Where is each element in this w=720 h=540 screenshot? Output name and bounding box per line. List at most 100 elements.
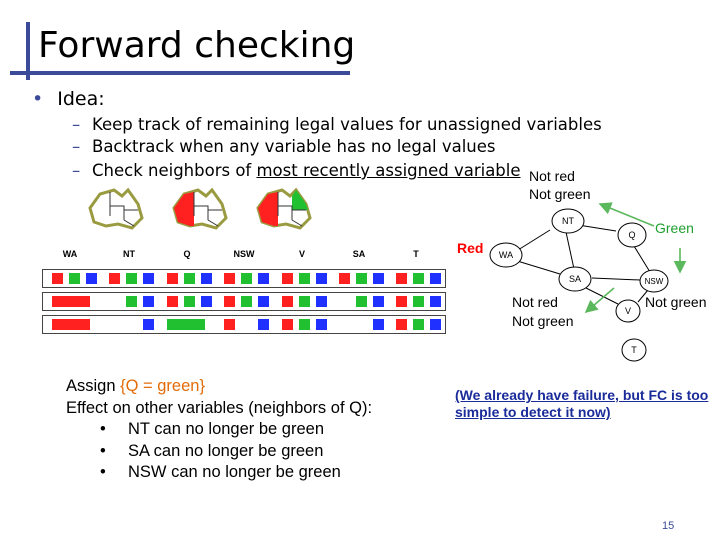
domain-value-blue <box>316 319 327 330</box>
domain-value-green <box>126 273 137 284</box>
domain-table-row-3 <box>42 315 446 334</box>
dash-icon: – <box>72 137 81 156</box>
domain-value-green <box>413 319 424 330</box>
domain-value-blue <box>143 296 154 307</box>
node-label-wa: WA <box>499 250 513 260</box>
sub-bullet-1-text: Keep track of remaining legal values for… <box>92 115 602 134</box>
domain-value-green <box>413 273 424 284</box>
effect-item-3-text: NSW can no longer be green <box>128 463 341 481</box>
sub-bullet-3: –Check neighbors of most recently assign… <box>72 160 521 182</box>
domain-value-blue <box>373 296 384 307</box>
sub-bullet-3-underlined: most recently assigned variable <box>256 161 521 180</box>
annotation-q-not-red: Not red <box>529 168 575 184</box>
effect-item-2-text: SA can no longer be green <box>128 441 324 460</box>
domain-value-blue <box>143 273 154 284</box>
sub-bullet-3-prefix: Check neighbors of <box>92 161 257 180</box>
domain-value-red <box>109 273 120 284</box>
effect-item-1: • NT can no longer be green <box>66 419 372 441</box>
annotation-nsw-not-green: Not green <box>645 294 707 310</box>
graph-nodes <box>489 208 669 362</box>
domain-value-blue <box>86 273 97 284</box>
annotation-wa-red: Red <box>457 240 484 256</box>
domain-value-green <box>184 273 195 284</box>
domain-value-red <box>396 296 407 307</box>
australia-map-3 <box>256 187 312 230</box>
domain-value-blue <box>258 273 269 284</box>
domain-value-blue <box>258 319 269 330</box>
column-header-sa: SA <box>352 249 366 259</box>
annotation-sa-not-red: Not red <box>512 294 558 310</box>
domain-value-blue <box>143 319 154 330</box>
australia-map-1 <box>88 187 144 230</box>
column-header-v: V <box>298 249 305 259</box>
bullet-icon: • <box>100 441 106 460</box>
bullet-idea-label: Idea: <box>57 88 105 110</box>
domain-value-green <box>184 296 195 307</box>
sub-bullet-2: –Backtrack when any variable has no lega… <box>72 136 496 158</box>
bullet-idea: • Idea: <box>32 87 105 111</box>
bullet-icon: • <box>100 420 106 438</box>
domain-value-red <box>52 296 90 307</box>
domain-value-blue <box>430 273 441 284</box>
node-label-nsw: NSW <box>645 277 664 286</box>
domain-value-red <box>167 296 178 307</box>
domain-value-green <box>167 319 205 330</box>
domain-value-blue <box>316 273 327 284</box>
annotation-sa-not-green: Not green <box>512 313 574 329</box>
effect-item-1-text: NT can no longer be green <box>128 420 324 438</box>
title-underline-bar <box>10 71 350 75</box>
dash-icon: – <box>72 161 81 180</box>
domain-value-blue <box>430 296 441 307</box>
node-label-nt: NT <box>562 216 574 226</box>
node-label-v: V <box>625 306 631 316</box>
domain-value-green <box>69 273 80 284</box>
domain-value-blue <box>373 273 384 284</box>
domain-value-green <box>241 296 252 307</box>
failure-note: (We already have failure, but FC is too … <box>455 387 709 420</box>
annotation-q-not-green: Not green <box>529 186 591 202</box>
domain-value-green <box>299 319 310 330</box>
domain-value-red <box>52 273 63 284</box>
bullet-icon: • <box>100 463 106 481</box>
assignment-line: Assign {Q = green} <box>66 376 372 398</box>
domain-value-red <box>224 296 235 307</box>
domain-value-blue <box>430 319 441 330</box>
effect-item-3: • NSW can no longer be green <box>66 462 372 484</box>
effect-line: Effect on other variables (neighbors of … <box>66 398 373 417</box>
domain-value-green <box>356 296 367 307</box>
assignment-block: Assign {Q = green} Effect on other varia… <box>66 376 372 484</box>
assignment-highlight: {Q = green} <box>120 377 205 395</box>
domain-table-header: WA NT Q NSW V SA T <box>42 249 446 265</box>
domain-value-red <box>167 273 178 284</box>
domain-value-green <box>126 296 137 307</box>
domain-value-blue <box>316 296 327 307</box>
domain-value-red <box>396 273 407 284</box>
domain-table-row-1 <box>42 269 446 288</box>
column-header-nt: NT <box>123 249 135 259</box>
domain-value-red <box>282 273 293 284</box>
domain-value-blue <box>201 273 212 284</box>
domain-value-red <box>52 319 90 330</box>
assignment-prefix: Assign <box>66 377 121 395</box>
column-header-nsw: NSW <box>233 249 255 259</box>
domain-value-green <box>356 273 367 284</box>
column-header-wa: WA <box>62 249 78 259</box>
australia-map-2 <box>172 187 228 230</box>
domain-value-red <box>224 273 235 284</box>
domain-value-blue <box>373 319 384 330</box>
column-header-q: Q <box>183 249 191 259</box>
node-label-sa: SA <box>569 274 581 284</box>
domain-value-blue <box>258 296 269 307</box>
domain-table-row-2 <box>42 292 446 311</box>
inference-arrows <box>584 202 687 314</box>
title-accent-bar <box>26 22 30 80</box>
domain-value-green <box>413 296 424 307</box>
slide-title: Forward checking <box>38 25 356 66</box>
domain-value-green <box>299 296 310 307</box>
sub-bullet-2-text: Backtrack when any variable has no legal… <box>92 137 496 156</box>
domain-value-green <box>299 273 310 284</box>
domain-value-blue <box>201 296 212 307</box>
bullet-dot-icon: • <box>32 88 44 110</box>
constraint-graph: NT Q WA SA NSW V T <box>489 202 687 362</box>
node-label-t: T <box>631 345 637 355</box>
